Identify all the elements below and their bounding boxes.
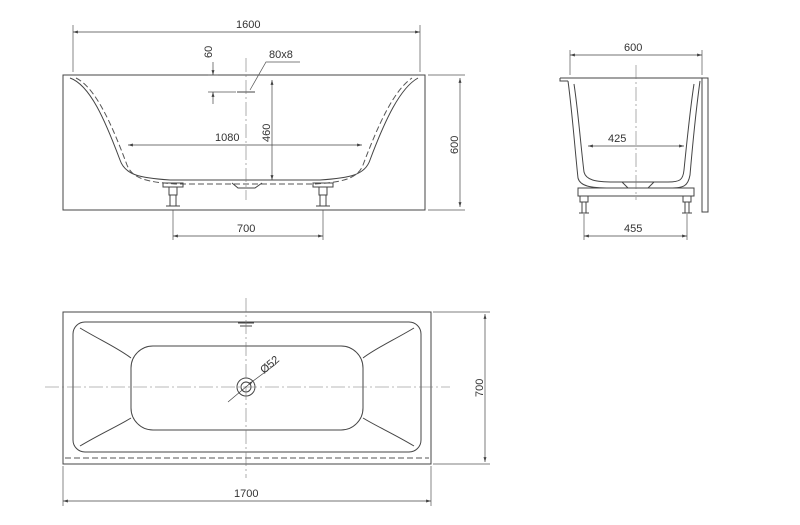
side-view-inner-shell [573,83,695,183]
dim-inner-depth-label: 460 [261,124,273,142]
dim-side-feet-spacing: 455 [583,214,688,240]
top-view-basin [130,345,364,431]
dim-feet-spacing: 700 [172,210,324,240]
dim-top-length: 1700 [62,466,432,506]
dim-side-bottom-width: 425 [588,133,684,148]
dim-top-width: 700 [433,311,490,465]
overflow-slot-leader: 80x8 [249,49,300,91]
dim-overflow-offset: 60 [203,46,236,104]
dim-side-top-width-label: 600 [624,42,642,54]
top-view: Ø52 700 1700 [45,298,490,506]
front-view: 1600 60 80x8 460 1080 600 [62,19,465,240]
side-view-foot-left [579,195,589,214]
side-view-drain [621,181,655,189]
top-view-slope-lines [79,327,415,447]
dim-inner-depth: 460 [261,80,274,180]
dim-feet-spacing-label: 700 [237,223,255,235]
dim-side-feet-spacing-label: 455 [624,223,642,235]
dim-side-top-width: 600 [569,42,703,75]
front-view-inner-shell [69,77,419,181]
dim-top-width-label: 700 [474,379,486,397]
front-view-foot-right [312,182,334,207]
overflow-slot-label: 80x8 [269,49,293,61]
top-view-outline [62,311,432,465]
dim-front-length-label: 1600 [236,19,260,31]
dim-side-bottom-width-label: 425 [608,133,626,145]
front-view-foot-left [162,182,184,207]
side-view-panel [695,77,709,213]
front-view-drain [231,182,263,189]
dim-height-label: 600 [449,136,461,154]
dim-drain-diameter: Ø52 [227,354,282,403]
side-view-outer-shell [567,80,701,189]
dim-height: 600 [428,74,465,211]
side-view-rim [559,77,702,82]
front-view-hidden-shell [75,77,413,185]
side-view: 600 425 455 [559,42,709,240]
dim-front-length: 1600 [72,19,421,72]
dim-drain-diameter-label: Ø52 [258,354,282,377]
dim-bottom-length-label: 1080 [215,132,239,144]
dim-bottom-length: 1080 [128,132,362,147]
front-view-outline [62,74,426,211]
side-view-foot-right [682,195,692,214]
dim-overflow-offset-label: 60 [203,46,215,58]
dim-top-length-label: 1700 [234,488,258,500]
